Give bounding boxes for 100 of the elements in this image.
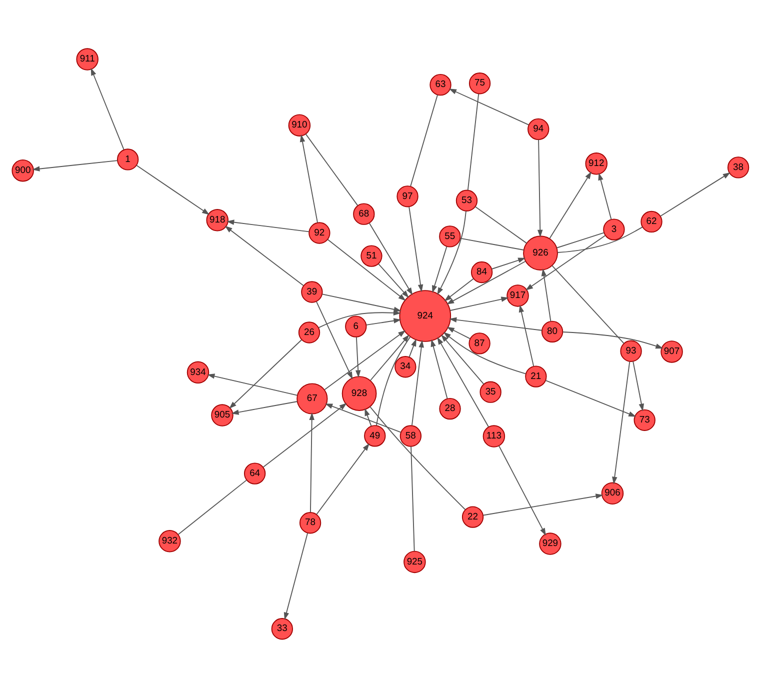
arrow <box>441 334 484 385</box>
connector <box>467 93 480 191</box>
arrow <box>598 172 612 220</box>
arrow <box>432 246 448 294</box>
arrow <box>412 340 424 426</box>
node-circle: 62 <box>640 210 662 233</box>
node-circle: 28 <box>439 398 461 420</box>
connector <box>552 265 624 344</box>
node-circle: 51 <box>360 245 382 267</box>
node-circle: 912 <box>585 152 608 175</box>
arrow <box>325 404 402 433</box>
node-circle: 1 <box>116 148 139 170</box>
arrow <box>541 268 552 322</box>
node-circle: 21 <box>525 366 547 388</box>
arrow <box>226 220 310 232</box>
node-circle: 907 <box>660 340 683 363</box>
arrow <box>408 206 424 292</box>
node-circle: 39 <box>301 281 323 303</box>
node-circle: 35 <box>480 381 502 403</box>
arrow <box>449 317 542 331</box>
arrow <box>324 330 406 390</box>
arrow <box>491 258 526 270</box>
arrow <box>525 235 606 290</box>
arrow <box>562 332 664 349</box>
arrow <box>632 360 644 412</box>
arrow <box>316 443 370 515</box>
arrow <box>327 239 406 301</box>
arrow <box>318 310 401 328</box>
node-circle: 58 <box>400 425 422 447</box>
connector <box>178 480 248 535</box>
arrow <box>518 304 534 367</box>
arrow <box>355 336 361 378</box>
arrow <box>612 361 630 484</box>
node-circle: 3 <box>603 218 625 240</box>
node-circle: 38 <box>727 156 750 178</box>
arrow <box>368 222 413 296</box>
arrow <box>364 408 372 427</box>
node-circle: 906 <box>601 482 624 504</box>
arrow <box>444 278 474 302</box>
arrow <box>90 68 124 150</box>
arrow <box>370 334 410 381</box>
node-circle: 84 <box>470 261 493 284</box>
arrow <box>316 301 353 380</box>
node-circle: 934 <box>186 361 210 384</box>
node-circle: 33 <box>271 618 293 640</box>
arrow <box>136 164 210 215</box>
node-circle: 113 <box>482 425 506 448</box>
node-circle: 93 <box>620 340 642 362</box>
arrow <box>450 296 509 311</box>
node-circle: 73 <box>634 409 656 431</box>
node-circle: 68 <box>353 203 375 225</box>
arrow <box>231 401 298 415</box>
arrow <box>284 532 308 620</box>
node-circle: 92 <box>308 222 330 244</box>
connector <box>474 206 528 244</box>
arrow <box>545 380 636 417</box>
node-circle: 26 <box>298 322 320 344</box>
node-circle: 925 <box>404 550 426 574</box>
arrow <box>224 226 304 286</box>
node-circle: 22 <box>462 506 484 528</box>
connector <box>410 94 438 187</box>
node-circle: 917 <box>506 284 529 307</box>
arrow <box>446 326 471 340</box>
node-circle: 911 <box>76 48 98 70</box>
node-circle: 929 <box>539 532 562 555</box>
node-circle: 55 <box>439 226 461 248</box>
node-circle: 910 <box>288 114 311 136</box>
arrow <box>448 88 530 126</box>
arrow <box>443 332 526 374</box>
connector <box>370 406 466 510</box>
node-circle: 64 <box>244 462 266 484</box>
arrow <box>322 294 402 312</box>
connector <box>305 134 358 206</box>
node-circle: 67 <box>296 383 328 414</box>
node-circle: 63 <box>430 74 452 96</box>
node-circle: 80 <box>541 320 564 342</box>
node-circle: 932 <box>158 530 181 552</box>
arrow <box>366 318 402 326</box>
node-circle: 918 <box>206 209 228 232</box>
node-circle: 34 <box>394 356 416 378</box>
arrow <box>262 403 347 468</box>
connector <box>557 226 643 253</box>
connector <box>556 232 605 248</box>
connector <box>376 336 411 426</box>
node-circle: 6 <box>345 316 367 338</box>
arrow <box>378 263 409 298</box>
connector <box>460 238 524 250</box>
arrow <box>537 139 543 238</box>
arrow <box>660 172 730 217</box>
node-circle: 928 <box>342 376 377 411</box>
arrow <box>229 339 302 409</box>
arrow <box>408 338 416 358</box>
arrow <box>32 160 118 172</box>
connector <box>410 446 415 552</box>
arrow <box>482 494 604 516</box>
arrow <box>430 339 448 399</box>
node-circle: 926 <box>523 236 558 270</box>
node-circle: 87 <box>468 332 490 354</box>
arrow <box>498 445 546 536</box>
node-circle: 900 <box>12 159 34 182</box>
